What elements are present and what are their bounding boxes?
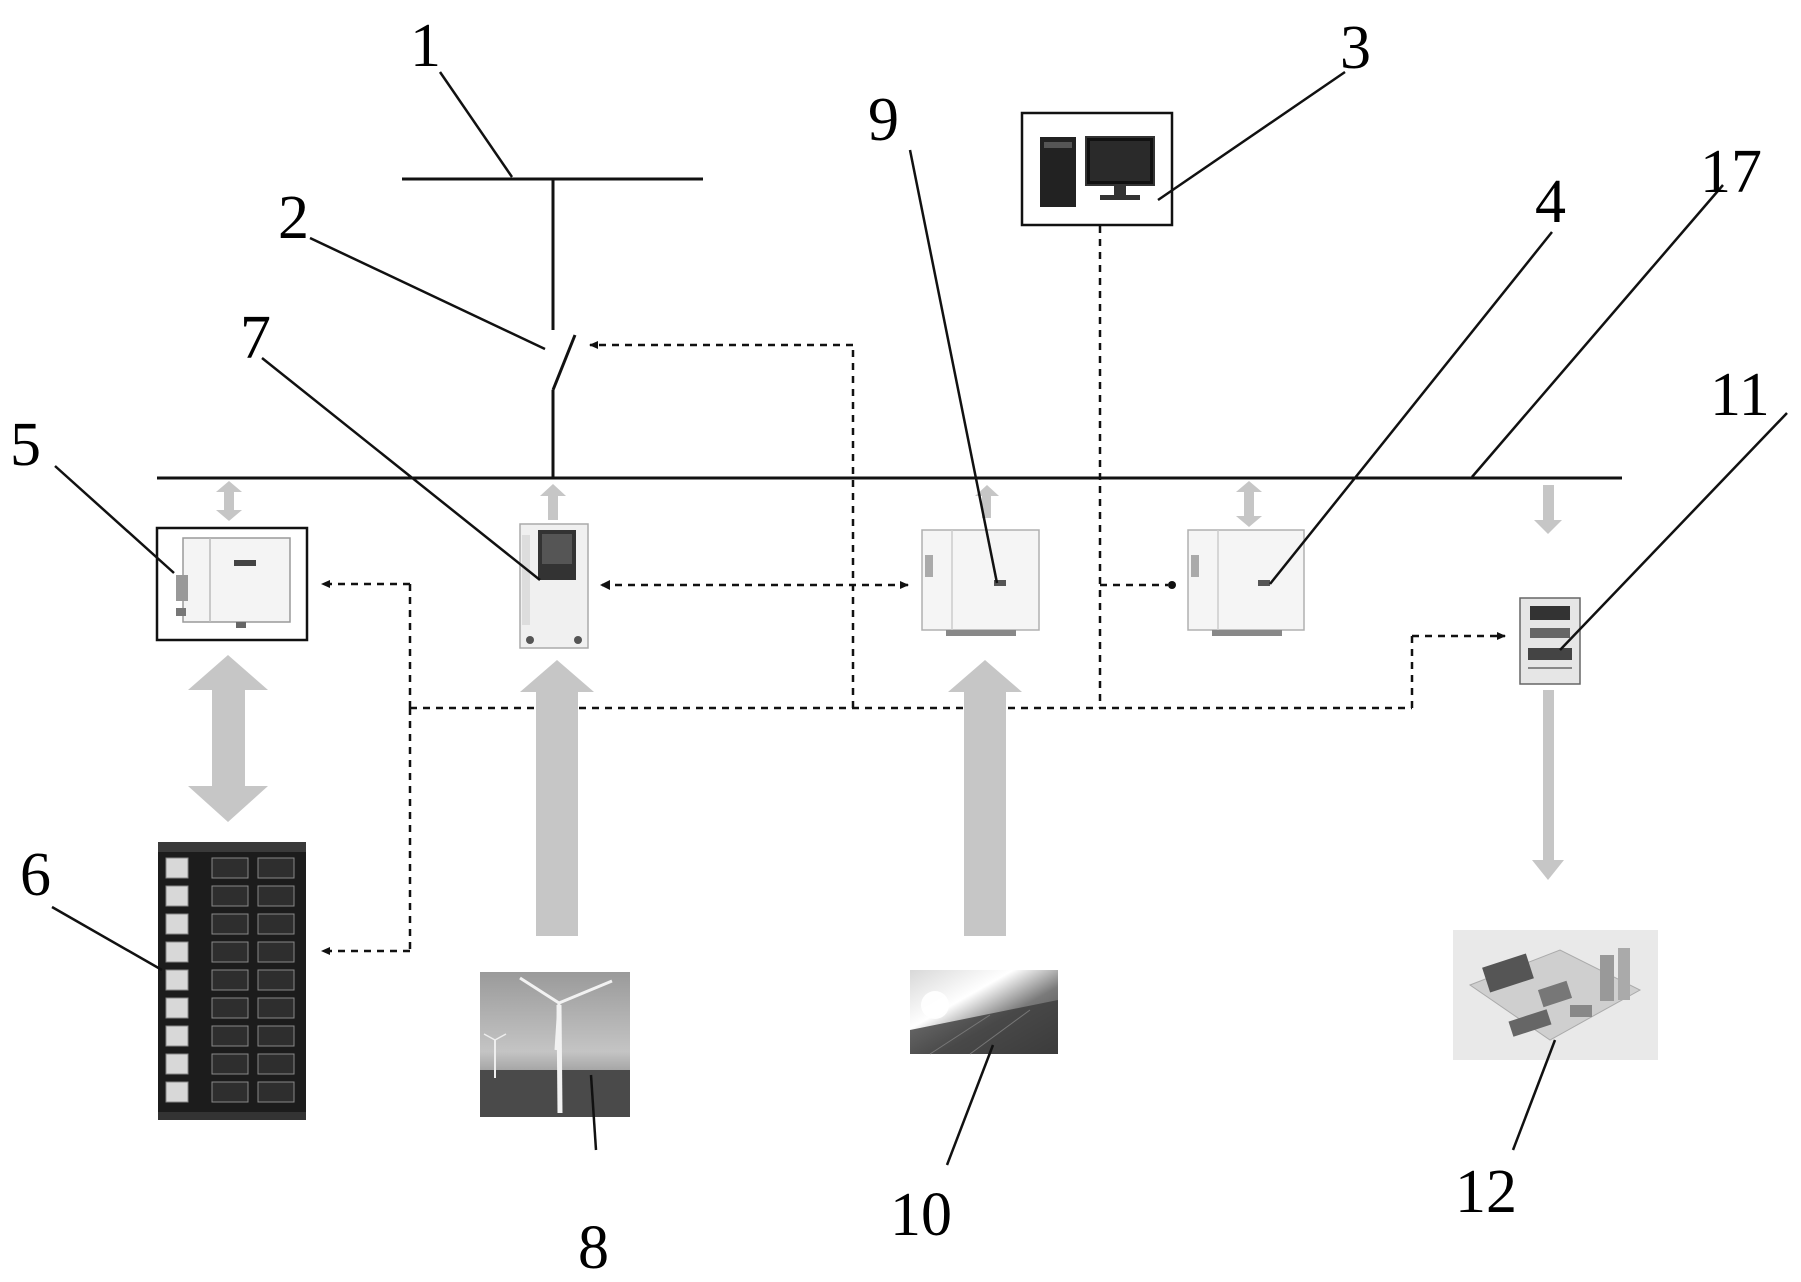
battery-cell [257, 997, 295, 1019]
battery-cell [211, 941, 249, 963]
label-converter-4: 4 [1535, 168, 1566, 236]
label-battery: 6 [20, 841, 51, 909]
battery-cell [211, 997, 249, 1019]
leader-lines [51, 70, 1788, 1166]
battery-cell [211, 1025, 249, 1047]
utility-grid-line [402, 177, 703, 330]
wind-turbine-icon [480, 972, 630, 1117]
battery-cell [165, 1081, 189, 1103]
pv-converter [921, 529, 1040, 636]
desktop-computer-icon [1040, 136, 1155, 207]
storage-converter [155, 526, 309, 642]
converter-4 [1187, 529, 1305, 636]
battery-cell [257, 1025, 295, 1047]
number-labels: 1 2 3 4 5 6 7 8 9 10 11 12 17 [10, 12, 1770, 1282]
battery-cell [211, 1081, 249, 1103]
battery-cell [165, 969, 189, 991]
battery-cell [165, 1025, 189, 1047]
battery-cell [211, 913, 249, 935]
battery-cell [257, 857, 295, 879]
battery-cell [165, 857, 189, 879]
solar-panel-icon [910, 970, 1058, 1055]
label-pv-converter: 9 [868, 86, 899, 154]
label-meter: 11 [1710, 361, 1770, 429]
battery-cell [165, 997, 189, 1019]
label-grid: 1 [410, 12, 441, 80]
battery-cell [211, 885, 249, 907]
battery-cell [257, 1081, 295, 1103]
battery-cell [165, 913, 189, 935]
label-switch: 2 [278, 184, 309, 252]
label-computer: 3 [1340, 14, 1371, 82]
monitoring-computer [1020, 111, 1174, 227]
city-load-icon [1453, 930, 1658, 1060]
label-storage-converter: 5 [10, 411, 41, 479]
battery-cell [211, 1053, 249, 1075]
wind-converter [519, 523, 589, 649]
battery-cell [165, 941, 189, 963]
battery-cell [257, 941, 295, 963]
battery-cell [257, 1053, 295, 1075]
battery-cell [257, 969, 295, 991]
electric-meter-icon [1519, 597, 1581, 685]
battery-rack-icon [158, 842, 306, 1120]
battery-cell [165, 1053, 189, 1075]
grid-switch [551, 334, 577, 478]
battery-cell [257, 885, 295, 907]
power-flow-arrows [188, 481, 1564, 936]
battery-cell [257, 913, 295, 935]
label-bus: 17 [1700, 138, 1762, 206]
label-load: 12 [1455, 1158, 1517, 1226]
battery-cell [165, 885, 189, 907]
battery-cell [211, 857, 249, 879]
label-solar-panel: 10 [890, 1181, 952, 1249]
battery-cell [211, 969, 249, 991]
communication-lines [321, 226, 1506, 955]
label-wind-converter: 7 [240, 304, 271, 372]
label-wind-turbine: 8 [578, 1214, 609, 1282]
